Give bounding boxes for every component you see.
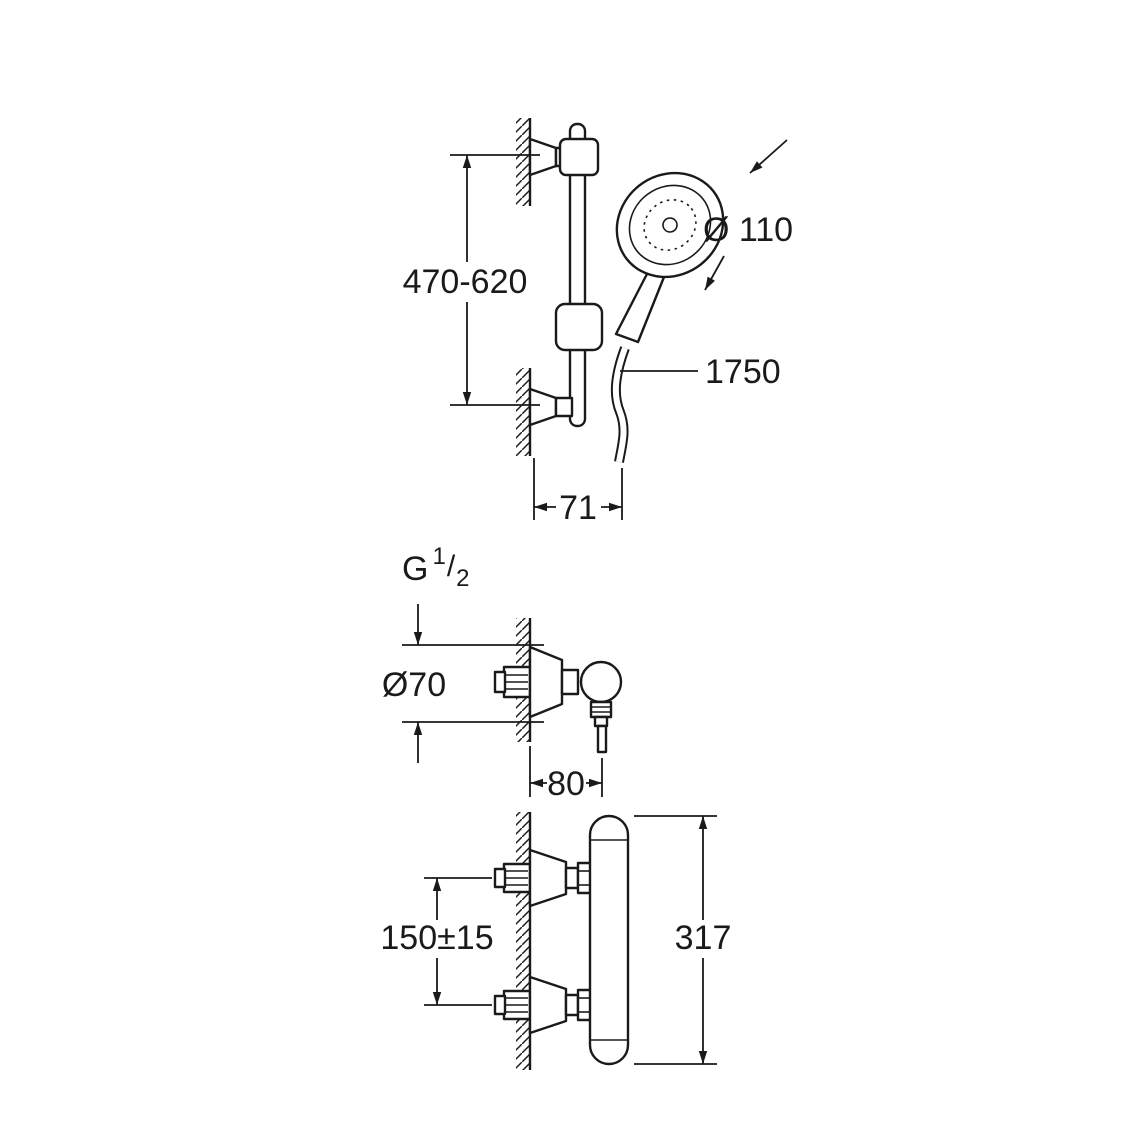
- valve-outlet: [589, 700, 613, 754]
- dim-label-handshower-diameter: Ø 110: [703, 211, 793, 249]
- union-neck: [560, 668, 580, 696]
- dimension-rail-wall-offset: 71: [533, 458, 623, 527]
- dim-label-rail-wall-offset: 71: [559, 489, 597, 527]
- dimension-mixer-length: 317: [634, 815, 741, 1065]
- union-escutcheon: [528, 645, 564, 719]
- dimension-valve-depth: 80: [529, 746, 603, 803]
- shower-rail-assembly: 470-620 Ø 110 1750 71: [392, 118, 793, 527]
- dimension-escutcheon-diameter: Ø70: [382, 604, 544, 763]
- rail-slider-bracket: [554, 302, 604, 352]
- wall-section-bottom: [516, 812, 532, 1070]
- dim-label-valve-depth: 80: [547, 765, 585, 803]
- dim-label-connection-centers: 150±15: [380, 919, 493, 957]
- rail-wall-mount-bottom: [528, 387, 574, 427]
- dimension-handshower-diameter: Ø 110: [703, 139, 793, 291]
- mixer-body: [588, 814, 630, 1066]
- dimension-hose-length: 1750: [620, 353, 781, 391]
- mixer-bolt-top: [493, 862, 532, 894]
- dim-label-rail-length: 470-620: [403, 263, 528, 301]
- valve-body: [579, 660, 623, 704]
- mixer-union-top: [528, 848, 593, 908]
- thermostat-mixer-assembly: 150±15 317: [377, 812, 741, 1070]
- rail-wall-mount-top: [528, 137, 600, 177]
- dim-label-hose-length: 1750: [705, 353, 781, 391]
- shower-hose: [610, 346, 630, 463]
- mixer-union-bottom: [528, 975, 593, 1035]
- dimension-connection-centers: 150±15: [377, 877, 499, 1006]
- dim-label-escutcheon-diameter: Ø70: [382, 666, 446, 704]
- dim-label-mixer-length: 317: [675, 919, 732, 957]
- dimension-rail-length: 470-620: [392, 154, 540, 406]
- union-bolt: [493, 665, 532, 699]
- hand-shower-head: [615, 171, 725, 279]
- mixer-bolt-bottom: [493, 989, 532, 1021]
